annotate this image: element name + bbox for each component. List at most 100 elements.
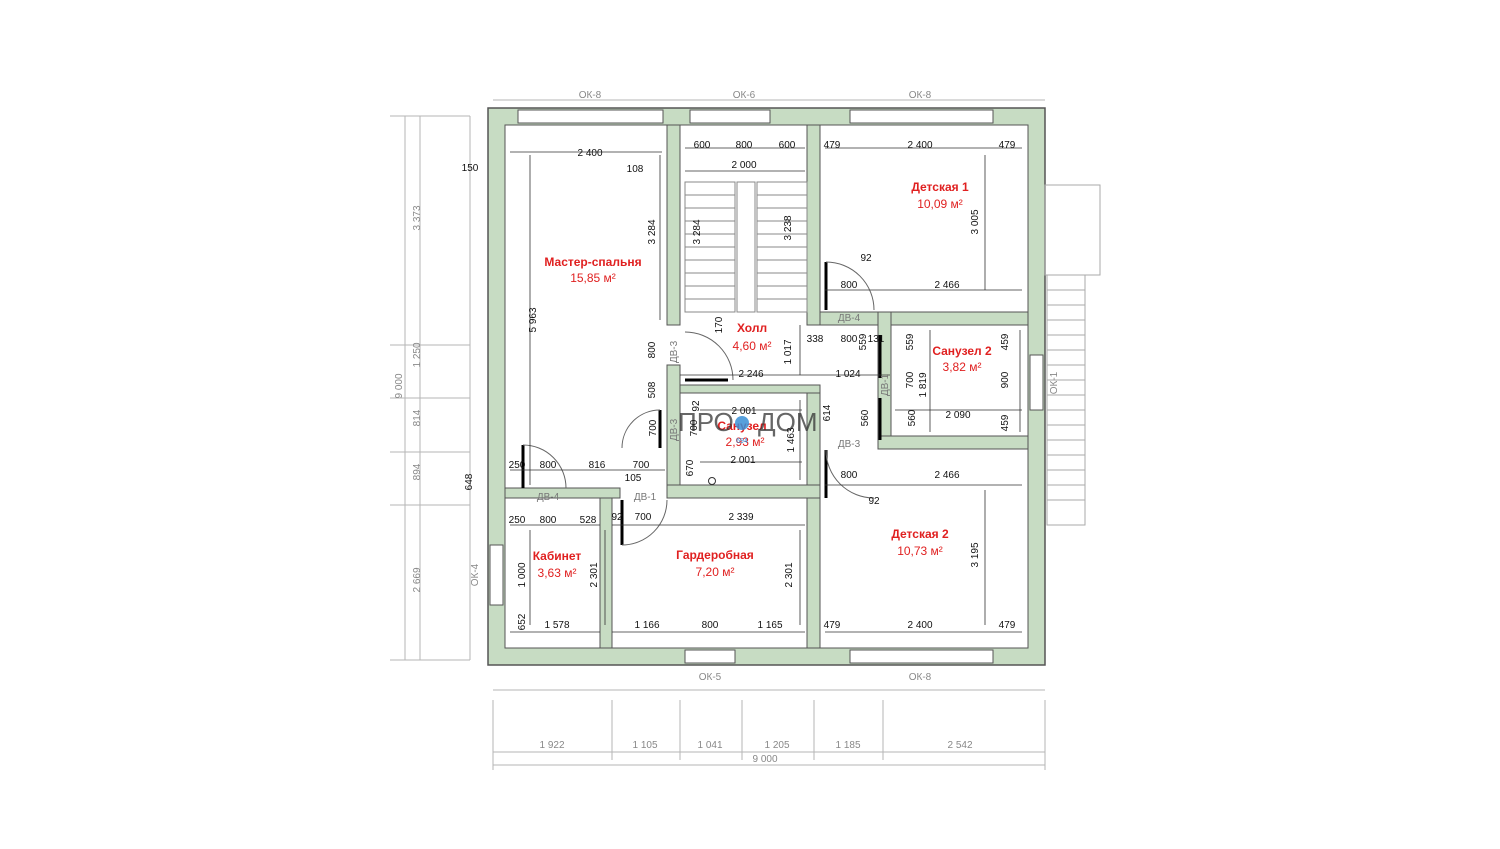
- dimension-lines: [390, 99, 1046, 770]
- dimension-label: 3 284: [692, 219, 703, 244]
- door-label: ДВ-3: [838, 439, 861, 450]
- dimension-label: 2 301: [784, 562, 795, 587]
- wall-bath1-bottom: [666, 484, 821, 499]
- room-office-name: Кабинет: [533, 549, 582, 563]
- room-kids1-area: 10,09 м²: [917, 197, 963, 211]
- dimension-label: 600: [779, 140, 796, 151]
- door-label: ДВ-3: [669, 418, 680, 441]
- dimension-label: 92: [691, 400, 702, 412]
- dimension-label: 528: [580, 515, 597, 526]
- dimension-label: 479: [824, 620, 841, 631]
- dimension-label: 2 466: [934, 280, 959, 291]
- dimension-label: 1 166: [634, 620, 659, 631]
- dimension-label: 614: [822, 404, 833, 421]
- watermark-left: ПРО: [678, 407, 734, 437]
- dimension-label: 1 165: [757, 620, 782, 631]
- dimension-label: 2 246: [738, 369, 763, 380]
- wall-office-right: [599, 497, 613, 649]
- window-label: ОК-1: [1049, 371, 1060, 394]
- porch-stairs: [1044, 184, 1101, 526]
- dimension-label: 3 373: [412, 205, 423, 230]
- room-bath2-area: 3,82 м²: [943, 360, 982, 374]
- dimension-label: 800: [736, 140, 753, 151]
- room-labels: Мастер-спальня 15,85 м² Детская 1 10,09 …: [533, 180, 992, 580]
- dimension-label: 92: [611, 512, 623, 523]
- dimension-label: 800: [841, 334, 858, 345]
- door-label: ДВ-4: [838, 313, 861, 324]
- dimension-label: 652: [517, 613, 528, 630]
- room-bath1-area: 2,93 м²: [726, 435, 765, 449]
- dimension-label: 700: [648, 419, 659, 436]
- wall-kids1-bottom: [819, 311, 1029, 326]
- dimension-label: 105: [625, 473, 642, 484]
- watermark: ПРО ДОМ 694: [678, 407, 818, 485]
- watermark-right: ДОМ: [758, 407, 818, 437]
- dimension-label: 3 195: [970, 542, 981, 567]
- dimension-label: 250: [509, 460, 526, 471]
- dimension-label: 1 819: [918, 372, 929, 397]
- dimension-label: 2 542: [947, 740, 972, 751]
- dimension-label: 2 339: [728, 512, 753, 523]
- dimension-label: 2 000: [731, 160, 756, 171]
- dimension-label: 1 250: [412, 342, 423, 367]
- dimension-label: 894: [412, 463, 423, 480]
- wall-bath1-top: [679, 384, 821, 394]
- dimension-label: 2 400: [907, 620, 932, 631]
- dimension-label: 2 301: [589, 562, 600, 587]
- dimension-label: 508: [647, 381, 658, 398]
- window-label: ОК-5: [699, 672, 722, 683]
- dimension-label: 479: [999, 620, 1016, 631]
- staircase: [684, 181, 808, 313]
- dimension-label: 560: [860, 409, 871, 426]
- room-master-name: Мастер-спальня: [544, 255, 641, 269]
- dimension-label: 170: [714, 316, 725, 333]
- room-bath2-name: Санузел 2: [932, 344, 992, 358]
- door-label: ДВ-1: [880, 373, 891, 396]
- wall-bath2-bottom: [877, 435, 1029, 450]
- dimension-label: 800: [841, 280, 858, 291]
- dimension-label: 670: [685, 459, 696, 476]
- dimension-label: 800: [841, 470, 858, 481]
- dimension-label: 814: [412, 409, 423, 426]
- dimension-label: 1 463: [786, 427, 797, 452]
- window-label: ОК-8: [579, 90, 602, 101]
- room-kids1-name: Детская 1: [911, 180, 969, 194]
- dimension-label: 800: [647, 341, 658, 358]
- walls: [487, 107, 1046, 666]
- dimension-label: 600: [694, 140, 711, 151]
- room-master-area: 15,85 м²: [570, 271, 616, 285]
- dimension-label: 9 000: [394, 373, 405, 398]
- dimension-label: 800: [540, 515, 557, 526]
- dimension-label: 1 578: [544, 620, 569, 631]
- room-wardrobe-name: Гардеробная: [676, 548, 754, 562]
- dimension-label: 1 185: [835, 740, 860, 751]
- dimension-label: 1 024: [835, 369, 860, 380]
- dimension-label: 648: [464, 473, 475, 490]
- room-kids2-name: Детская 2: [891, 527, 949, 541]
- dimension-label: 900: [1000, 371, 1011, 388]
- room-hall-area: 4,60 м²: [733, 339, 772, 353]
- dimension-label: 9 000: [752, 754, 777, 765]
- room-office-area: 3,63 м²: [538, 566, 577, 580]
- exterior-dimensions: 3 373 1 250 814 894 2 669 9 000 1 922 1 …: [394, 205, 973, 765]
- dimension-label: 2 090: [945, 410, 970, 421]
- watermark-logo-icon: [735, 416, 749, 430]
- dimension-label: 338: [807, 334, 824, 345]
- dimension-label: 131: [868, 334, 885, 345]
- dimension-label: 92: [860, 253, 872, 264]
- dimension-label: 1 105: [632, 740, 657, 751]
- window-label: ОК-8: [909, 90, 932, 101]
- room-wardrobe-area: 7,20 м²: [696, 565, 735, 579]
- wall-mid-horizontal: [504, 487, 621, 499]
- dimension-label: 700: [635, 512, 652, 523]
- dimension-label: 150: [462, 163, 479, 174]
- drain-icon: [708, 477, 716, 485]
- door-label: ДВ-3: [669, 340, 680, 363]
- wall-bath1-right: [806, 384, 821, 496]
- dimension-label: 3 238: [783, 215, 794, 240]
- wall-stair-left: [666, 124, 681, 326]
- dimension-label: 5 963: [528, 307, 539, 332]
- dimension-label: 700: [689, 419, 700, 436]
- room-kids2-area: 10,73 м²: [897, 544, 943, 558]
